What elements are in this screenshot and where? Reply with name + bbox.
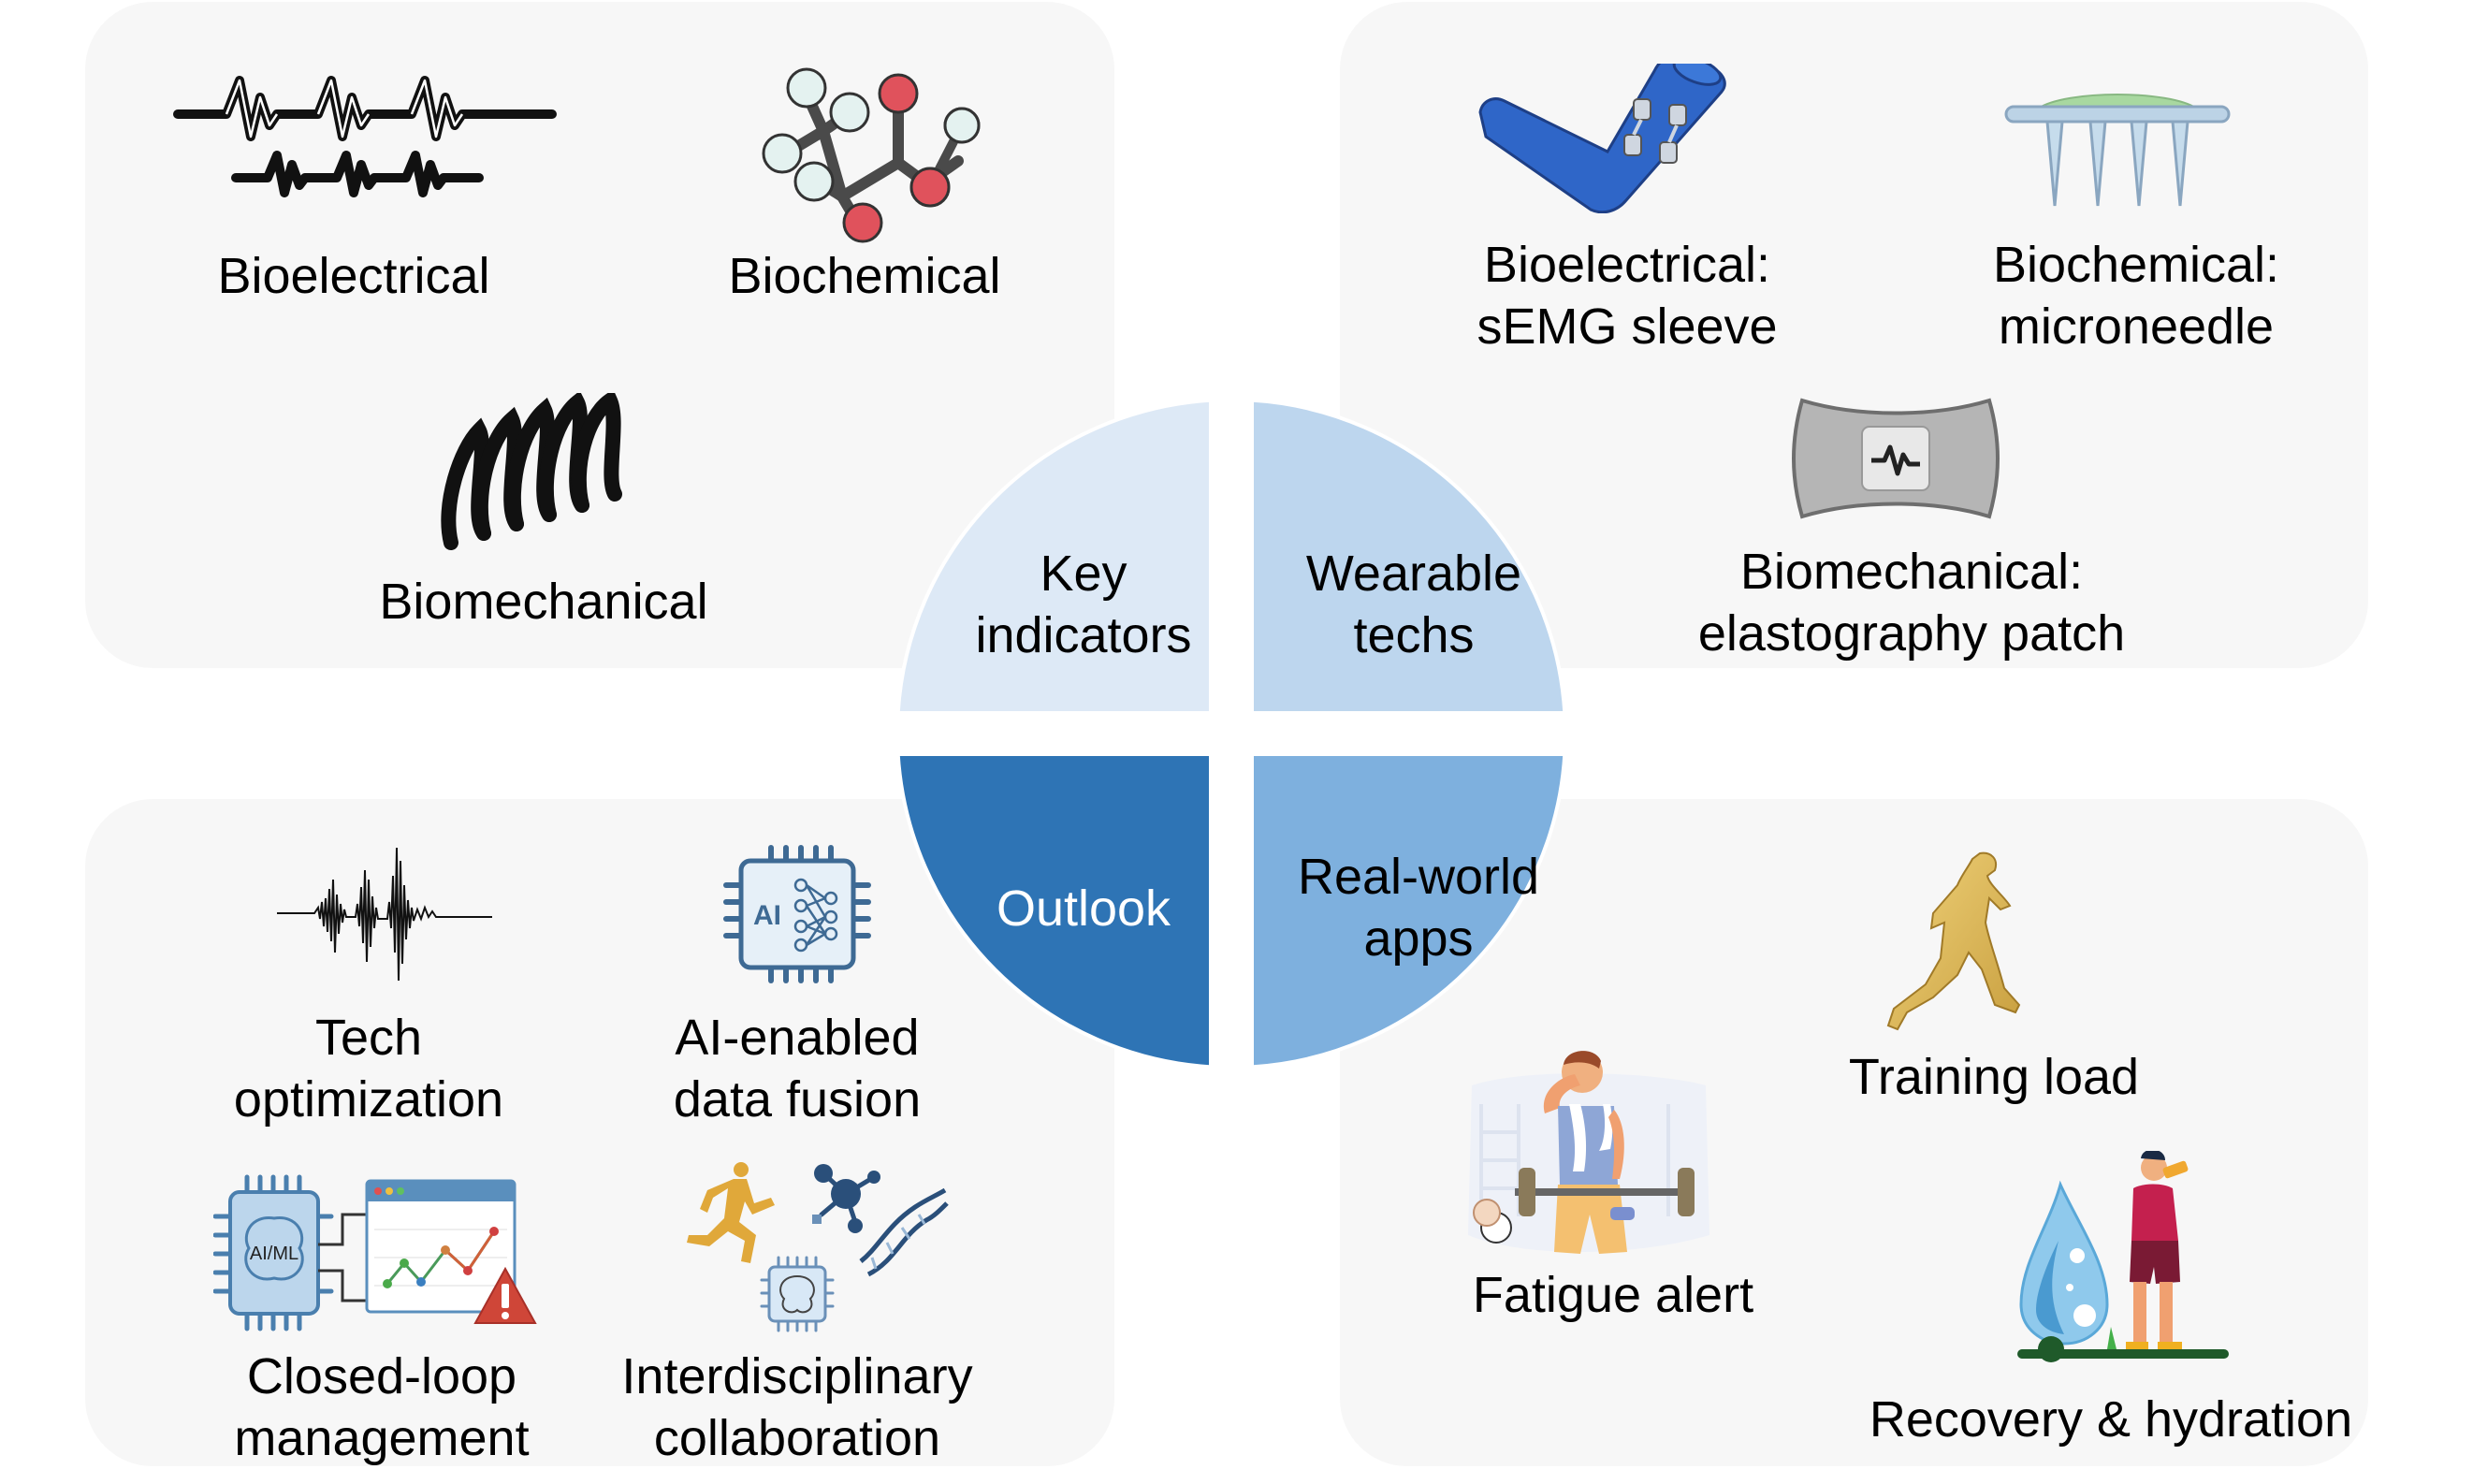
runner-molecule-dna-chip-icon: [687, 1162, 949, 1332]
training-load-label: Training load: [1848, 1049, 2140, 1105]
semg-sleeve-icon: [1478, 64, 1726, 213]
ai-chip-text: AI: [753, 900, 781, 931]
waveform-icon: [173, 76, 557, 197]
semg-sleeve-label: Bioelectrical:sEMG sleeve: [1477, 237, 1778, 355]
molecule-icon: [762, 67, 981, 243]
biochemical-label: Biochemical: [728, 248, 1001, 304]
water-drop-athlete-icon: [2017, 1151, 2229, 1362]
fatigue-alert-label: Fatigue alert: [1472, 1267, 1754, 1323]
microneedle-icon: [2004, 94, 2231, 207]
ai-ml-chip-text: AI/ML: [250, 1244, 298, 1264]
bioelectrical-label: Bioelectrical: [217, 248, 490, 304]
microneedle-label: Biochemical:microneedle: [1992, 237, 2280, 355]
quadrant-wearable-techs[interactable]: [1250, 398, 1567, 715]
elastography-patch-icon: [1792, 398, 2000, 519]
recovery-hydration-label: Recovery & hydration: [1869, 1391, 2353, 1448]
golden-runner-icon: [1886, 851, 2021, 1031]
spring-icon: [441, 393, 622, 550]
biomechanical-label: Biomechanical: [379, 574, 708, 630]
quadrant-real-world-apps[interactable]: [1250, 752, 1567, 1069]
ai-chip-icon: AI: [723, 845, 871, 983]
ai-ml-dashboard-alert-icon: AI/ML: [213, 1174, 537, 1331]
signal-burst-icon: [277, 847, 492, 982]
quadrant-key-indicators[interactable]: [895, 398, 1213, 715]
quadrant-outlook[interactable]: [895, 752, 1213, 1069]
tired-athlete-icon: [1468, 1051, 1709, 1254]
outlook-label: Outlook: [996, 880, 1171, 937]
outlook-panel: [85, 799, 1114, 1466]
elastography-patch-label: Biomechanical:elastography patch: [1697, 544, 2126, 662]
